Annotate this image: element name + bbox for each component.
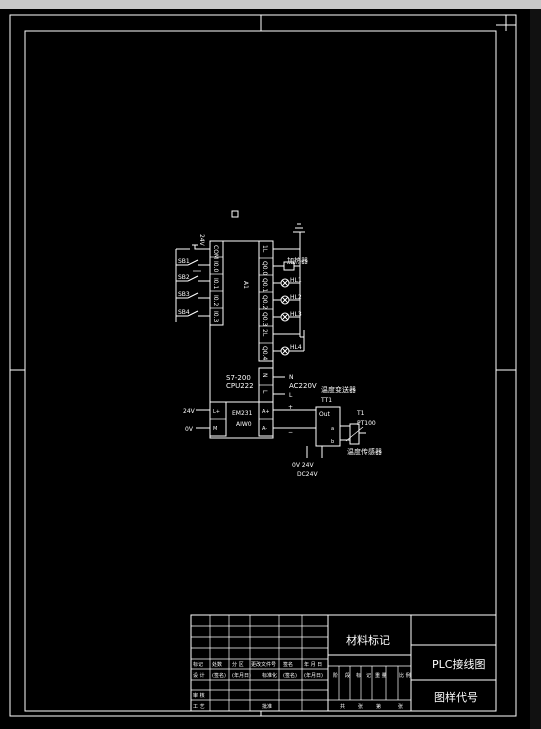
stage-row-cell: 重 量 (375, 672, 387, 679)
plc-cpu-label: CPU222 (226, 382, 254, 390)
heater-label: 加热器 (287, 256, 308, 265)
sheet-row-cell: 第 (376, 703, 381, 710)
input-terminal-com: COM (212, 245, 219, 259)
approve-label: 批准 (262, 703, 272, 710)
stage-row-cell: 段 (345, 672, 350, 679)
lamp-label-hl4: HL4 (290, 344, 302, 351)
transmitter-title: 温度变送器 (321, 385, 356, 394)
stage-row-cell: 阶 (333, 672, 338, 679)
sensor-pin-b: b (331, 439, 334, 445)
plc-supply-voltage: 24V (198, 234, 205, 247)
analog-terminal-lplus: L+ (213, 409, 220, 415)
mark-row-cell: 分 区 (232, 661, 244, 668)
analog-module: EM231 AIW0 L+ M A+ A- 24V 0V (183, 408, 270, 433)
drawing-name: PLC接线图 (432, 657, 485, 671)
material-label: 材料标记 (346, 633, 390, 647)
sheet-row-cell: 张 (358, 703, 363, 710)
plc-module-id: A1 (242, 281, 249, 289)
output-terminal-q03: Q0.3 (261, 312, 268, 326)
transmitter-minus: − (288, 429, 293, 436)
mark-row-cell: 签名 (283, 661, 293, 668)
mark-row-cell: 年 月 日 (304, 661, 322, 668)
transmitter-plus: + (288, 404, 293, 411)
input-terminal-i03: I0.3 (212, 311, 219, 322)
output-circuit: 加热器 HL1 HL2 HL3 HL4 (273, 223, 308, 356)
design-row-cell: 设 计 (193, 672, 205, 679)
switch-label-sb1: SB1 (178, 258, 190, 265)
stage-row-cell: 记 (366, 672, 371, 679)
plc-module: A1 S7-200 CPU222 COM I0.0 I0.1 I0.2 I0.3… (209, 240, 274, 439)
transmitter-id: TT1 (320, 397, 332, 404)
design-row-cell: (年月日) (232, 672, 251, 679)
mark-row-cell: 处数 (212, 661, 222, 668)
analog-module-name: EM231 (232, 410, 253, 417)
lamp-icon (280, 295, 290, 305)
mark-row-cell: 更改文件号 (251, 661, 276, 668)
lamp-label-hl1: HL1 (290, 277, 302, 284)
power-terminal-n: N (261, 373, 268, 378)
ac-power-circuit: N AC220V L (273, 374, 317, 399)
analog-supply-0v: 0V (185, 426, 194, 433)
input-switch-circuit: SB1 SB2 SB3 SB4 (175, 244, 210, 322)
power-terminal-l: L (261, 390, 268, 394)
origin-marker (231, 210, 239, 218)
sensor-pin-a: a (331, 426, 334, 432)
process-label: 工 艺 (193, 704, 205, 710)
lamp-label-hl2: HL2 (290, 294, 302, 301)
lamp-icon (280, 346, 290, 356)
sensor-id: T1 (356, 410, 365, 417)
top-toolbar-strip (0, 0, 541, 9)
output-terminal-q00: Q0.0 (261, 261, 268, 275)
lamp-icon (280, 312, 290, 322)
review-label: 审 核 (193, 692, 205, 699)
drawing-code-label: 图样代号 (434, 690, 478, 704)
stage-row-cell: 标 (356, 672, 361, 679)
analog-module-sub: AIW0 (236, 421, 252, 428)
mark-row-cell: 标记 (193, 661, 203, 668)
plc-model-label: S7-200 (226, 374, 251, 382)
switch-label-sb4: SB4 (178, 309, 190, 316)
output-terminal-q01: Q0.1 (261, 278, 268, 292)
output-terminal-q04: Q0.4 (261, 346, 268, 360)
sheet-row-cell: 张 (398, 703, 403, 710)
input-terminal-i02: I0.2 (212, 295, 219, 306)
transmitter-out-label: Out (319, 411, 331, 418)
stage-row-cell: 比 例 (399, 672, 411, 679)
lamp-label-hl3: HL3 (290, 311, 302, 318)
right-scroll-strip (530, 9, 541, 729)
output-terminal-1l: 1L (261, 245, 268, 253)
sheet-row-cell: 共 (340, 703, 345, 710)
temperature-transmitter: + − Out 温度变送器 TT1 0V 24V DC24V (273, 385, 356, 478)
power-l-label: L (289, 392, 293, 399)
lamp-icon (280, 278, 290, 288)
analog-supply-24v: 24V (183, 408, 196, 415)
design-row-cell: (签名) (212, 672, 226, 679)
switch-label-sb3: SB3 (178, 291, 190, 298)
input-terminal-i01: I0.1 (212, 278, 219, 289)
output-terminal-2l: 2L (261, 329, 268, 337)
switch-label-sb2: SB2 (178, 274, 190, 281)
power-n-label: N (289, 374, 294, 381)
sensor-model: PT100 (357, 420, 376, 427)
transmitter-dc-label-1: 0V 24V (292, 462, 314, 469)
input-terminal-i00: I0.0 (212, 261, 219, 272)
sheet-border (9, 14, 517, 717)
design-row-cell: (签名) (283, 672, 297, 679)
transmitter-dc-label-2: DC24V (297, 471, 318, 478)
sensor-title: 温度传感器 (347, 447, 382, 456)
power-ac-label: AC220V (289, 382, 317, 390)
output-terminal-q02: Q0.2 (261, 295, 268, 309)
temperature-sensor: T1 PT100 温度传感器 a b (331, 410, 382, 456)
design-row-cell: 标准化 (262, 672, 277, 679)
analog-terminal-m: M (213, 426, 217, 432)
design-row-cell: (年月日) (304, 672, 323, 679)
analog-terminal-aplus: A+ (262, 409, 270, 415)
analog-terminal-aminus: A- (262, 426, 267, 432)
title-block: 材料标记 PLC接线图 图样代号 标记 处数 分 区 更改文件号 签名 年 月 … (190, 614, 497, 712)
